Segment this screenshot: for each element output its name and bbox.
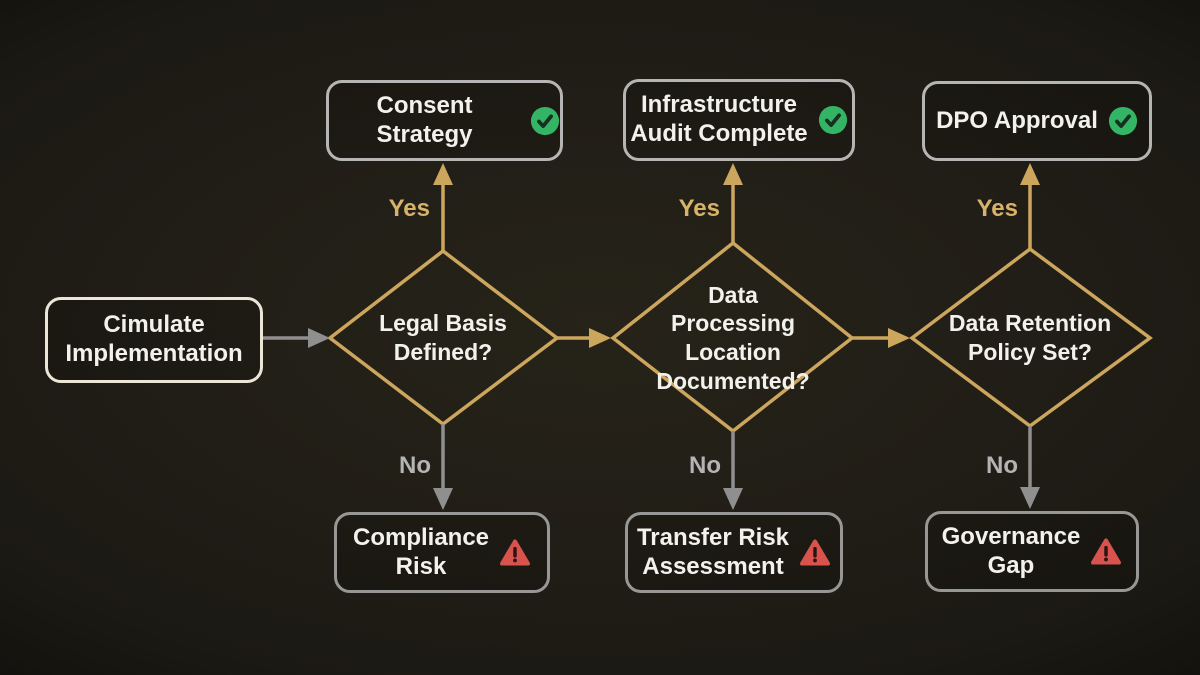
warning-triangle-icon (500, 539, 530, 566)
risk-transfer-risk-assessment: Transfer Risk Assessment (625, 512, 843, 593)
yes-label-3: Yes (976, 195, 1018, 222)
outcome-infrastructure-audit: Infrastructure Audit Complete (623, 79, 855, 161)
arrow-no-1 (433, 424, 453, 510)
arrow-decision1-to-decision2 (557, 328, 611, 348)
arrow-start-to-decision1 (263, 328, 330, 348)
decision-label-legal-basis: Legal Basis Defined? (379, 310, 507, 365)
start-node-label: Cimulate Implementation (65, 311, 243, 367)
arrow-yes-2 (723, 163, 743, 243)
check-circle-icon (818, 105, 847, 135)
arrow-decision2-to-decision3 (852, 328, 910, 348)
outcome-dpo-approval: DPO Approval (922, 81, 1152, 161)
no-label-1: No (399, 452, 431, 479)
warning-triangle-icon (1091, 538, 1122, 565)
decision-label-retention-policy: Data Retention Policy Set? (948, 310, 1112, 365)
arrow-yes-1 (433, 163, 453, 251)
check-circle-icon (1108, 106, 1137, 136)
yes-label-2: Yes (678, 195, 720, 222)
warning-triangle-icon (800, 539, 831, 566)
start-node: Cimulate Implementation (45, 297, 263, 383)
risk-governance-gap: Governance Gap (925, 511, 1139, 592)
arrow-no-2 (723, 431, 743, 510)
yes-label-1: Yes (388, 195, 430, 222)
outcome-consent-strategy: Consent Strategy (326, 80, 563, 161)
arrow-yes-3 (1020, 163, 1040, 249)
no-label-2: No (689, 452, 721, 479)
decision-label-processing-location: Data Processing Location Documented? (656, 281, 810, 394)
check-circle-icon (530, 106, 560, 135)
arrow-no-3 (1020, 426, 1040, 509)
no-label-3: No (986, 452, 1018, 479)
risk-compliance-risk: Compliance Risk (334, 512, 550, 593)
